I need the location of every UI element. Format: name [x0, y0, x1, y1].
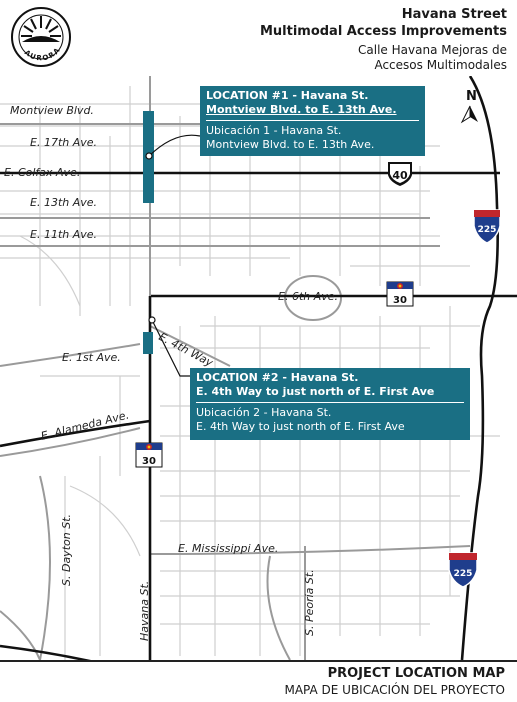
leader-lines [145, 134, 201, 377]
label-peoria: S. Peoria St. [303, 569, 316, 636]
title-line-2: Multimodal Access Improvements [259, 24, 507, 39]
svg-text:225: 225 [478, 225, 497, 235]
location-1-divider [206, 120, 419, 121]
label-e11: E. 11th Ave. [30, 228, 97, 241]
location-2-heading-1: LOCATION #2 - Havana St. [196, 371, 359, 384]
i-225-shield-north: 225 [473, 209, 501, 244]
svg-text:30: 30 [142, 456, 156, 467]
location-2-callout: LOCATION #2 - Havana St. E. 4th Way to j… [190, 368, 470, 440]
aurora-logo: AURORA [11, 7, 71, 67]
location-2-segment [143, 332, 153, 354]
footer-title: PROJECT LOCATION MAP [327, 666, 505, 681]
header: AURORA Havana Street Multimodal Access I… [0, 0, 517, 76]
location-1-body-1: Ubicación 1 - Havana St. [206, 124, 342, 137]
north-arrow: N [460, 89, 478, 124]
location-2-body-1: Ubicación 2 - Havana St. [196, 406, 332, 419]
label-montview: Montview Blvd. [10, 104, 94, 117]
label-e1: E. 1st Ave. [62, 351, 121, 364]
location-1-heading-1: LOCATION #1 - Havana St. [206, 89, 369, 102]
label-mississippi: E. Mississippi Ave. [178, 542, 278, 555]
subtitle-line-1: Calle Havana Mejoras de [358, 43, 507, 57]
svg-text:225: 225 [454, 569, 473, 579]
us-40-shield: 40 [388, 162, 412, 186]
location-2-body-2: E. 4th Way to just north of E. First Ave [196, 420, 405, 433]
ring-road [284, 275, 342, 321]
i-225-shield-south: 225 [448, 552, 478, 588]
title-line-1: Havana Street [401, 7, 507, 22]
label-e13: E. 13th Ave. [30, 196, 97, 209]
label-havana: Havana St. [138, 581, 151, 641]
svg-text:N: N [466, 89, 477, 104]
label-e6: E. 6th Ave. [278, 290, 338, 303]
location-2-divider [196, 402, 464, 403]
location-1-heading-2: Montview Blvd. to E. 13th Ave. [206, 103, 397, 116]
footer-subtitle: MAPA DE UBICACIÓN DEL PROYECTO [284, 683, 505, 697]
location-2-heading-2: E. 4th Way to just north of E. First Ave [196, 385, 435, 398]
location-1-body-2: Montview Blvd. to E. 13th Ave. [206, 138, 375, 151]
us-30-shield-west: 30 [135, 442, 163, 468]
us-30-shield-east: 30 [386, 281, 414, 307]
subtitle-line-2: Accesos Multimodales [374, 58, 507, 72]
footer: PROJECT LOCATION MAP MAPA DE UBICACIÓN D… [0, 660, 517, 702]
title-block: Havana Street Multimodal Access Improvem… [260, 6, 507, 73]
svg-text:30: 30 [393, 295, 407, 306]
label-dayton: S. Dayton St. [60, 514, 73, 586]
label-e17: E. 17th Ave. [30, 136, 97, 149]
location-1-callout: LOCATION #1 - Havana St. Montview Blvd. … [200, 86, 425, 156]
secondary-roads [0, 123, 471, 660]
label-colfax: E. Colfax Ave. [4, 166, 80, 179]
svg-text:40: 40 [392, 169, 408, 182]
